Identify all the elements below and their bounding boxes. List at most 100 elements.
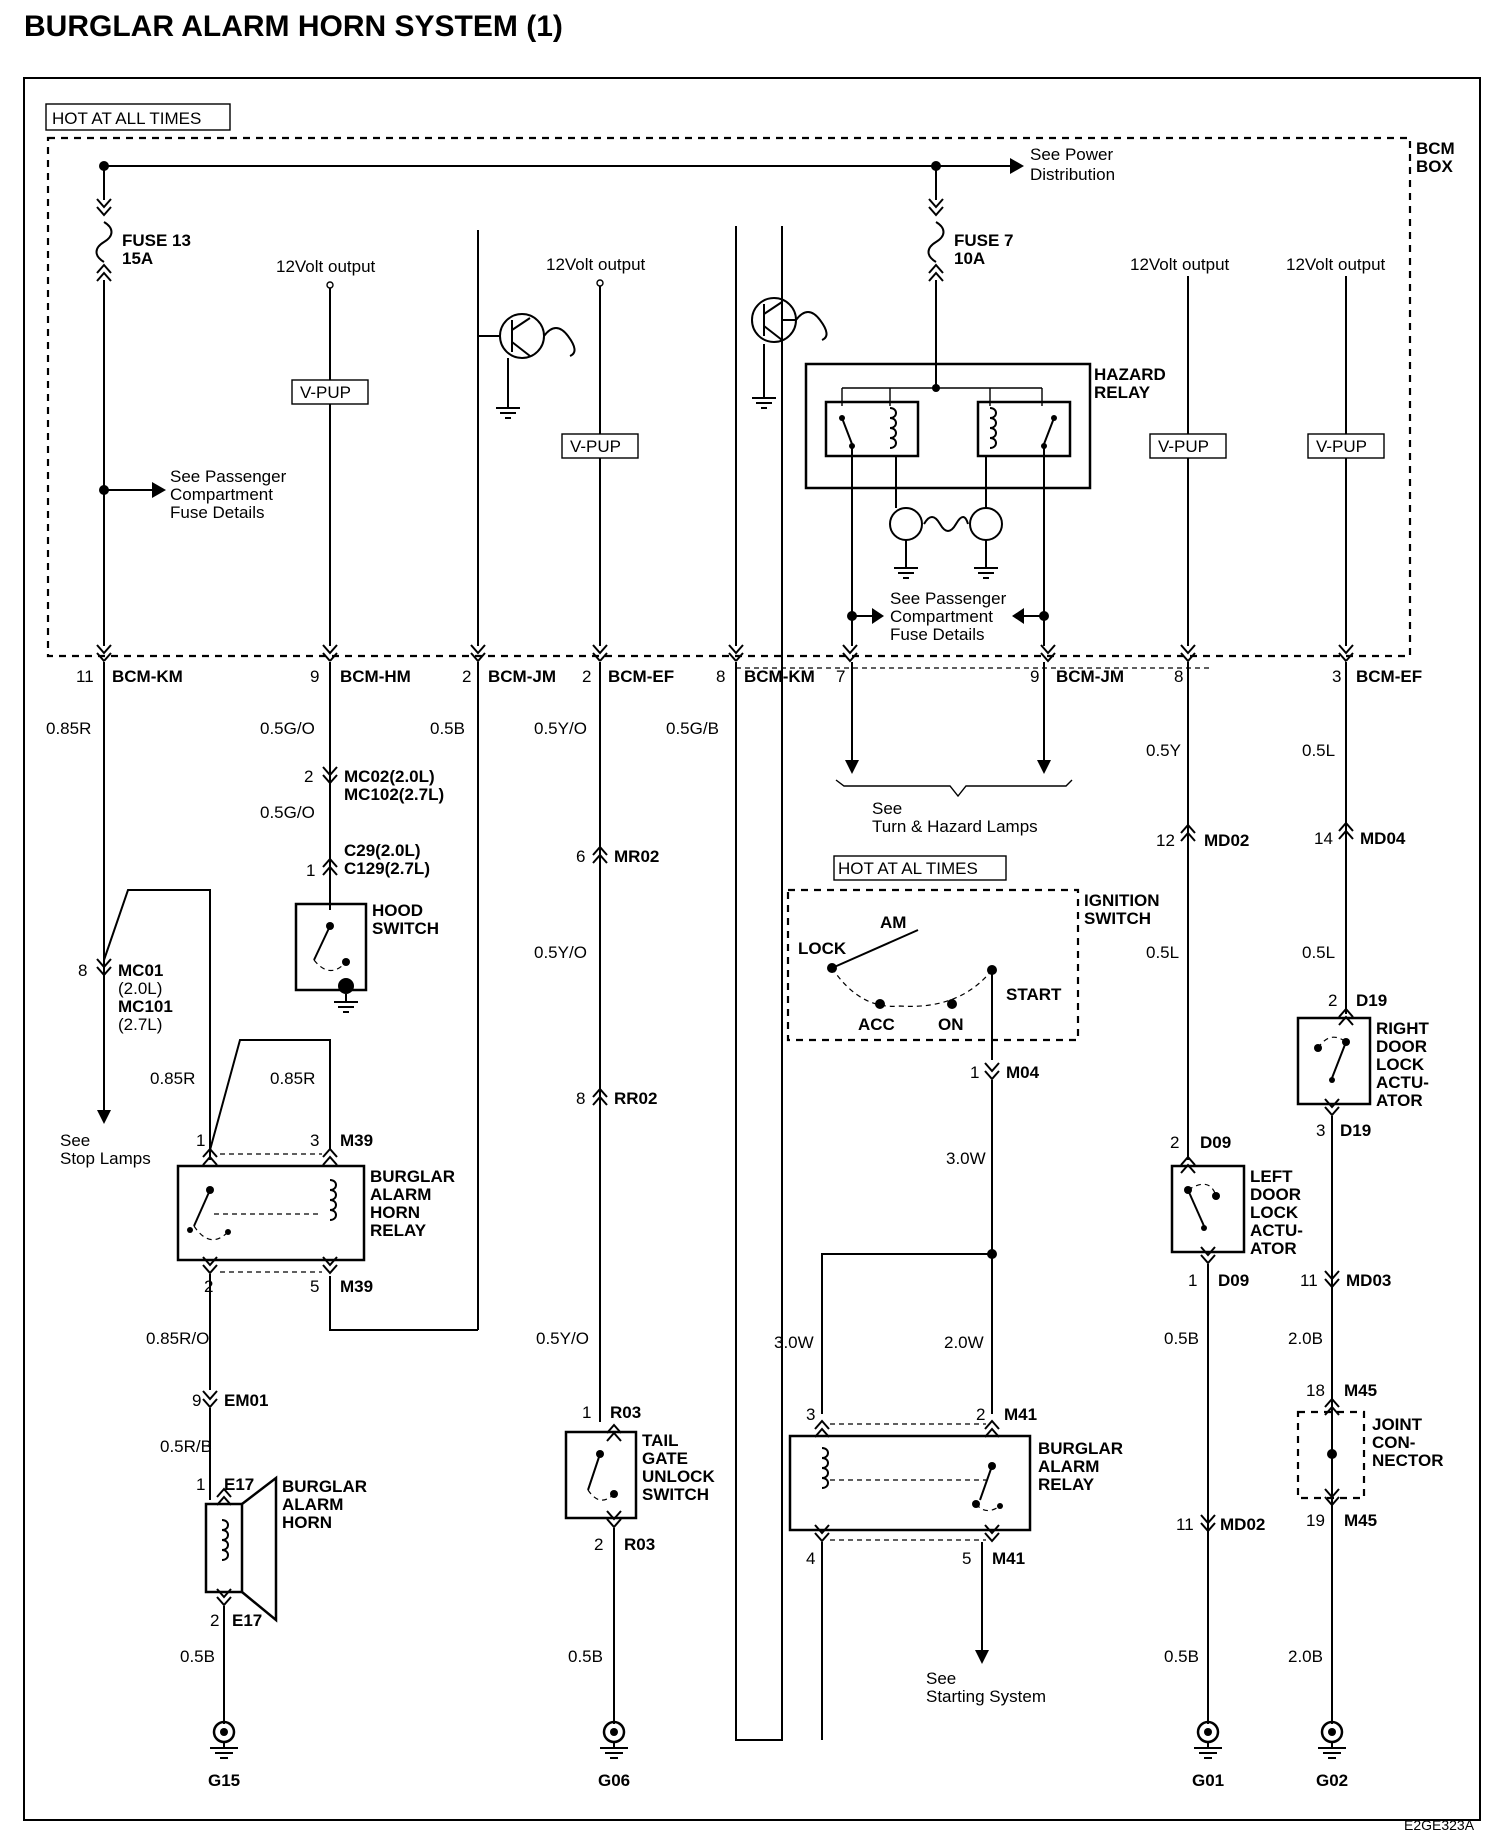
horn-relay-label-3: HORN bbox=[370, 1203, 420, 1222]
fuse13-rating: 15A bbox=[122, 249, 153, 268]
wire-m1: 3.0W bbox=[946, 1149, 986, 1168]
see-passenger-fuse-1: See Passenger bbox=[170, 467, 287, 486]
see-passenger-fuse-b3: Fuse Details bbox=[890, 625, 984, 644]
horn-relay-conn-top: M39 bbox=[340, 1131, 373, 1150]
conn-bcm-km: BCM-KM bbox=[112, 667, 183, 686]
rr02-label: RR02 bbox=[614, 1089, 657, 1108]
bcm-box-label-1: BCM bbox=[1416, 139, 1455, 158]
bcm-box-label-2: BOX bbox=[1416, 157, 1454, 176]
fuse7-rating: 10A bbox=[954, 249, 985, 268]
mr02-label: MR02 bbox=[614, 847, 659, 866]
tailgate-label-4: SWITCH bbox=[642, 1485, 709, 1504]
horn-relay-pin5: 5 bbox=[310, 1277, 319, 1296]
see-passenger-fuse-b1: See Passenger bbox=[890, 589, 1007, 608]
mc02-label2: MC102(2.7L) bbox=[344, 785, 444, 804]
c29-label: C29(2.0L) bbox=[344, 841, 421, 860]
wire-c1: 0.85R bbox=[46, 719, 91, 738]
hood-switch-label-1: HOOD bbox=[372, 901, 423, 920]
md02-bot-label: MD02 bbox=[1220, 1515, 1265, 1534]
conn-pin-9: 9 bbox=[1030, 667, 1039, 686]
md02-top-label: MD02 bbox=[1204, 831, 1249, 850]
wire-c2b: 0.5G/O bbox=[260, 803, 315, 822]
bcm-box bbox=[46, 136, 1412, 658]
fuse13-bottom-pin bbox=[96, 264, 112, 282]
wire-c9b: 0.5L bbox=[1302, 943, 1335, 962]
conn-pin-3: 3 bbox=[1332, 667, 1341, 686]
ground-g02 bbox=[1316, 1720, 1348, 1760]
tailgate-pin-bot: 2 bbox=[594, 1535, 603, 1554]
ground-label-g06: G06 bbox=[598, 1771, 630, 1790]
fuse13-icon bbox=[95, 221, 113, 263]
md02-top-pin: 12 bbox=[1156, 831, 1175, 850]
conn-bcm-ef: BCM-EF bbox=[608, 667, 674, 686]
alarm-relay-label-1: BURGLAR bbox=[1038, 1439, 1123, 1458]
wire-c2a: 0.5G/O bbox=[260, 719, 315, 738]
md03-label: MD03 bbox=[1346, 1271, 1391, 1290]
ignition-switch bbox=[786, 888, 1080, 1042]
burglar-alarm-relay bbox=[788, 1434, 1032, 1532]
ign-am: AM bbox=[880, 913, 906, 932]
mc01-pin: 8 bbox=[78, 961, 87, 980]
ign-lock: LOCK bbox=[798, 939, 847, 958]
m45-bot-pin: 19 bbox=[1306, 1511, 1325, 1530]
d19-bot-pin: 3 bbox=[1316, 1121, 1325, 1140]
footer-code: E2GE323A bbox=[1404, 1817, 1475, 1833]
d09-bot-pin: 1 bbox=[1188, 1271, 1197, 1290]
alarm-relay-label-2: ALARM bbox=[1038, 1457, 1099, 1476]
transistor-1 bbox=[499, 313, 545, 359]
ground-g06 bbox=[598, 1720, 630, 1760]
em01-pin: 9 bbox=[192, 1391, 201, 1410]
conn-pin-8: 8 bbox=[1174, 667, 1183, 686]
fuse13-top-pin bbox=[96, 198, 112, 216]
mr02-pin: 6 bbox=[576, 847, 585, 866]
see-power-distribution-1: See Power bbox=[1030, 145, 1113, 164]
alarm-relay-pin2: 2 bbox=[976, 1405, 985, 1424]
wire-c4a: 0.5Y/O bbox=[534, 719, 587, 738]
ign-acc: ACC bbox=[858, 1015, 895, 1034]
conn-pin-bcm-km-2: 8 bbox=[716, 667, 725, 686]
horn-relay-label-4: RELAY bbox=[370, 1221, 427, 1240]
mc02-pin: 2 bbox=[304, 767, 313, 786]
conn-bcm-jm: BCM-JM bbox=[488, 667, 556, 686]
horn-label-3: HORN bbox=[282, 1513, 332, 1532]
tailgate-conn-top: R03 bbox=[610, 1403, 641, 1422]
wire-c8b: 0.5L bbox=[1146, 943, 1179, 962]
alarm-relay-conn-top: M41 bbox=[1004, 1405, 1037, 1424]
hazard-relay-label-1: HAZARD bbox=[1094, 365, 1166, 384]
wire-c8d: 0.5B bbox=[1164, 1647, 1199, 1666]
d19-top-label: D19 bbox=[1356, 991, 1387, 1010]
ignition-switch-label-2: SWITCH bbox=[1084, 909, 1151, 928]
conn-bcm-jm-2: BCM-JM bbox=[1056, 667, 1124, 686]
c29-pin: 1 bbox=[306, 861, 315, 880]
md04-pin: 14 bbox=[1314, 829, 1333, 848]
right-door-label-3: LOCK bbox=[1376, 1055, 1425, 1074]
left-door-label-3: LOCK bbox=[1250, 1203, 1299, 1222]
conn-pin-bcm-ef: 2 bbox=[582, 667, 591, 686]
left-door-label-2: DOOR bbox=[1250, 1185, 1301, 1204]
left-door-lock-actuator bbox=[1170, 1164, 1246, 1254]
passenger-fuse-arrow-left bbox=[152, 482, 166, 498]
see-passenger-fuse-3: Fuse Details bbox=[170, 503, 264, 522]
twelve-volt-4: 12Volt output bbox=[1286, 255, 1386, 274]
joint-connector bbox=[1296, 1410, 1366, 1500]
twelve-volt-3: 12Volt output bbox=[1130, 255, 1230, 274]
vpup-3: V-PUP bbox=[1158, 437, 1209, 456]
tailgate-unlock-switch bbox=[564, 1430, 638, 1520]
conn-bcm-km-2: BCM-KM bbox=[744, 667, 815, 686]
m04-label: M04 bbox=[1006, 1063, 1040, 1082]
conn-pin-7: 7 bbox=[836, 667, 845, 686]
d09-bot-label: D09 bbox=[1218, 1271, 1249, 1290]
alarm-relay-conn-bot: M41 bbox=[992, 1549, 1025, 1568]
hot-at-al-times-box bbox=[833, 855, 1007, 881]
horn-relay-pin1: 1 bbox=[196, 1131, 205, 1150]
d09-top-label: D09 bbox=[1200, 1133, 1231, 1152]
mc02-label: MC02(2.0L) bbox=[344, 767, 435, 786]
power-distribution-arrow bbox=[1010, 158, 1024, 174]
conn-pin-bcm-hm: 9 bbox=[310, 667, 319, 686]
md04-label: MD04 bbox=[1360, 829, 1406, 848]
right-door-label-2: DOOR bbox=[1376, 1037, 1427, 1056]
d09-top-pin: 2 bbox=[1170, 1133, 1179, 1152]
wire-m2: 3.0W bbox=[774, 1333, 814, 1352]
alarm-relay-label-3: RELAY bbox=[1038, 1475, 1095, 1494]
hot-at-al-times-label: HOT AT AL TIMES bbox=[838, 859, 978, 878]
